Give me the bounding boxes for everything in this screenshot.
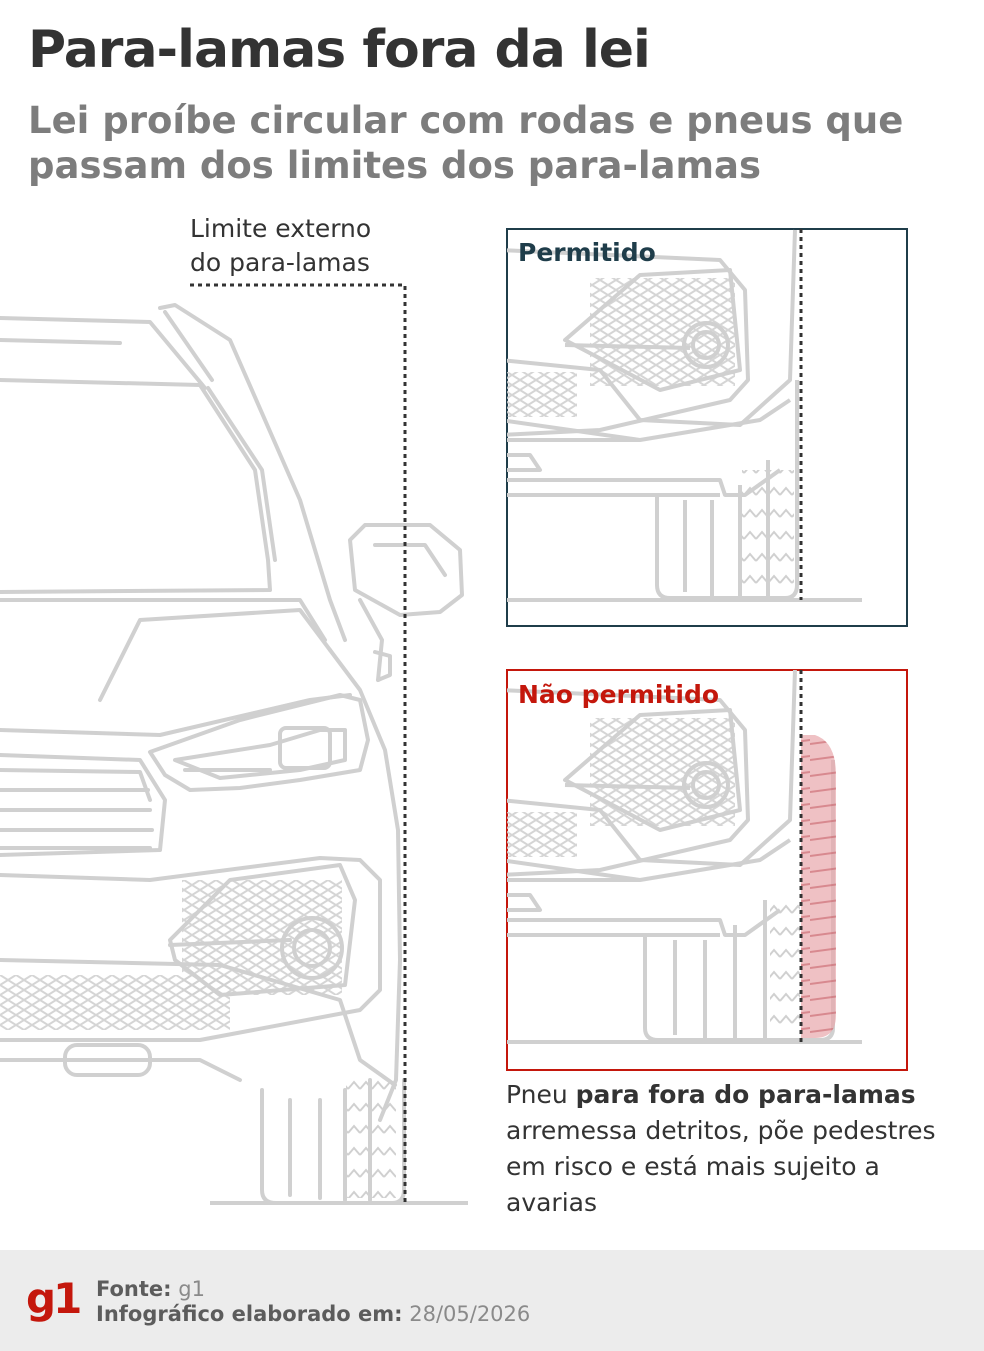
g1-logo: g1	[26, 1274, 82, 1323]
caption-suffix: arremessa detritos, põe pedestres em ris…	[506, 1116, 936, 1217]
footer-date-label: Infográfico elaborado em:	[96, 1302, 403, 1326]
footer-source-label: Fonte:	[96, 1277, 172, 1301]
not-allowed-panel-art	[507, 670, 862, 1044]
car-front	[0, 303, 464, 1205]
footer-source-value: g1	[178, 1277, 205, 1301]
caption-bold: para fora do para-lamas	[575, 1080, 916, 1109]
not-allowed-panel-label: Não permitido	[518, 680, 720, 709]
footer	[0, 1250, 984, 1351]
page-subtitle: Lei proíbe circular com rodas e pneus qu…	[28, 99, 904, 187]
caption-prefix: Pneu	[506, 1080, 576, 1109]
caption: Pneu para fora do para-lamas arremessa d…	[506, 1077, 976, 1221]
fender-limit-label-line2: do para-lamas	[190, 248, 370, 277]
fender-limit-line	[190, 283, 407, 1203]
fender-limit-label-line1: Limite externo	[190, 214, 372, 243]
car-illustration	[0, 228, 908, 1205]
footer-date-value: 28/05/2026	[409, 1302, 531, 1326]
footer-source: Fonte: g1	[96, 1277, 205, 1301]
footer-date: Infográfico elaborado em: 28/05/2026	[96, 1302, 530, 1326]
allowed-panel-art	[507, 229, 862, 602]
page-title: Para-lamas fora da lei	[28, 20, 651, 80]
fender-limit-label: Limite externo do para-lamas	[190, 212, 371, 280]
allowed-panel-label: Permitido	[518, 238, 656, 267]
